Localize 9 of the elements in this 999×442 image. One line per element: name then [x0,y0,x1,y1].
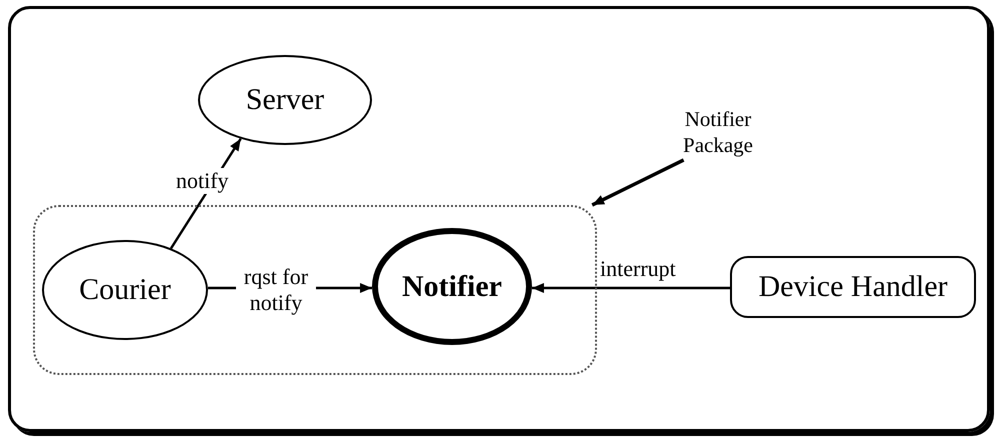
edge-label: notify [176,168,229,194]
leader-line [591,158,684,207]
arrow [532,283,730,293]
process-box [730,256,976,318]
node-label: Server [246,82,324,118]
node-label: Notifier [402,268,502,305]
node-label: Courier [79,272,171,308]
node-label: Device Handler [758,269,948,306]
callout-text: Notifier Package [682,106,754,158]
